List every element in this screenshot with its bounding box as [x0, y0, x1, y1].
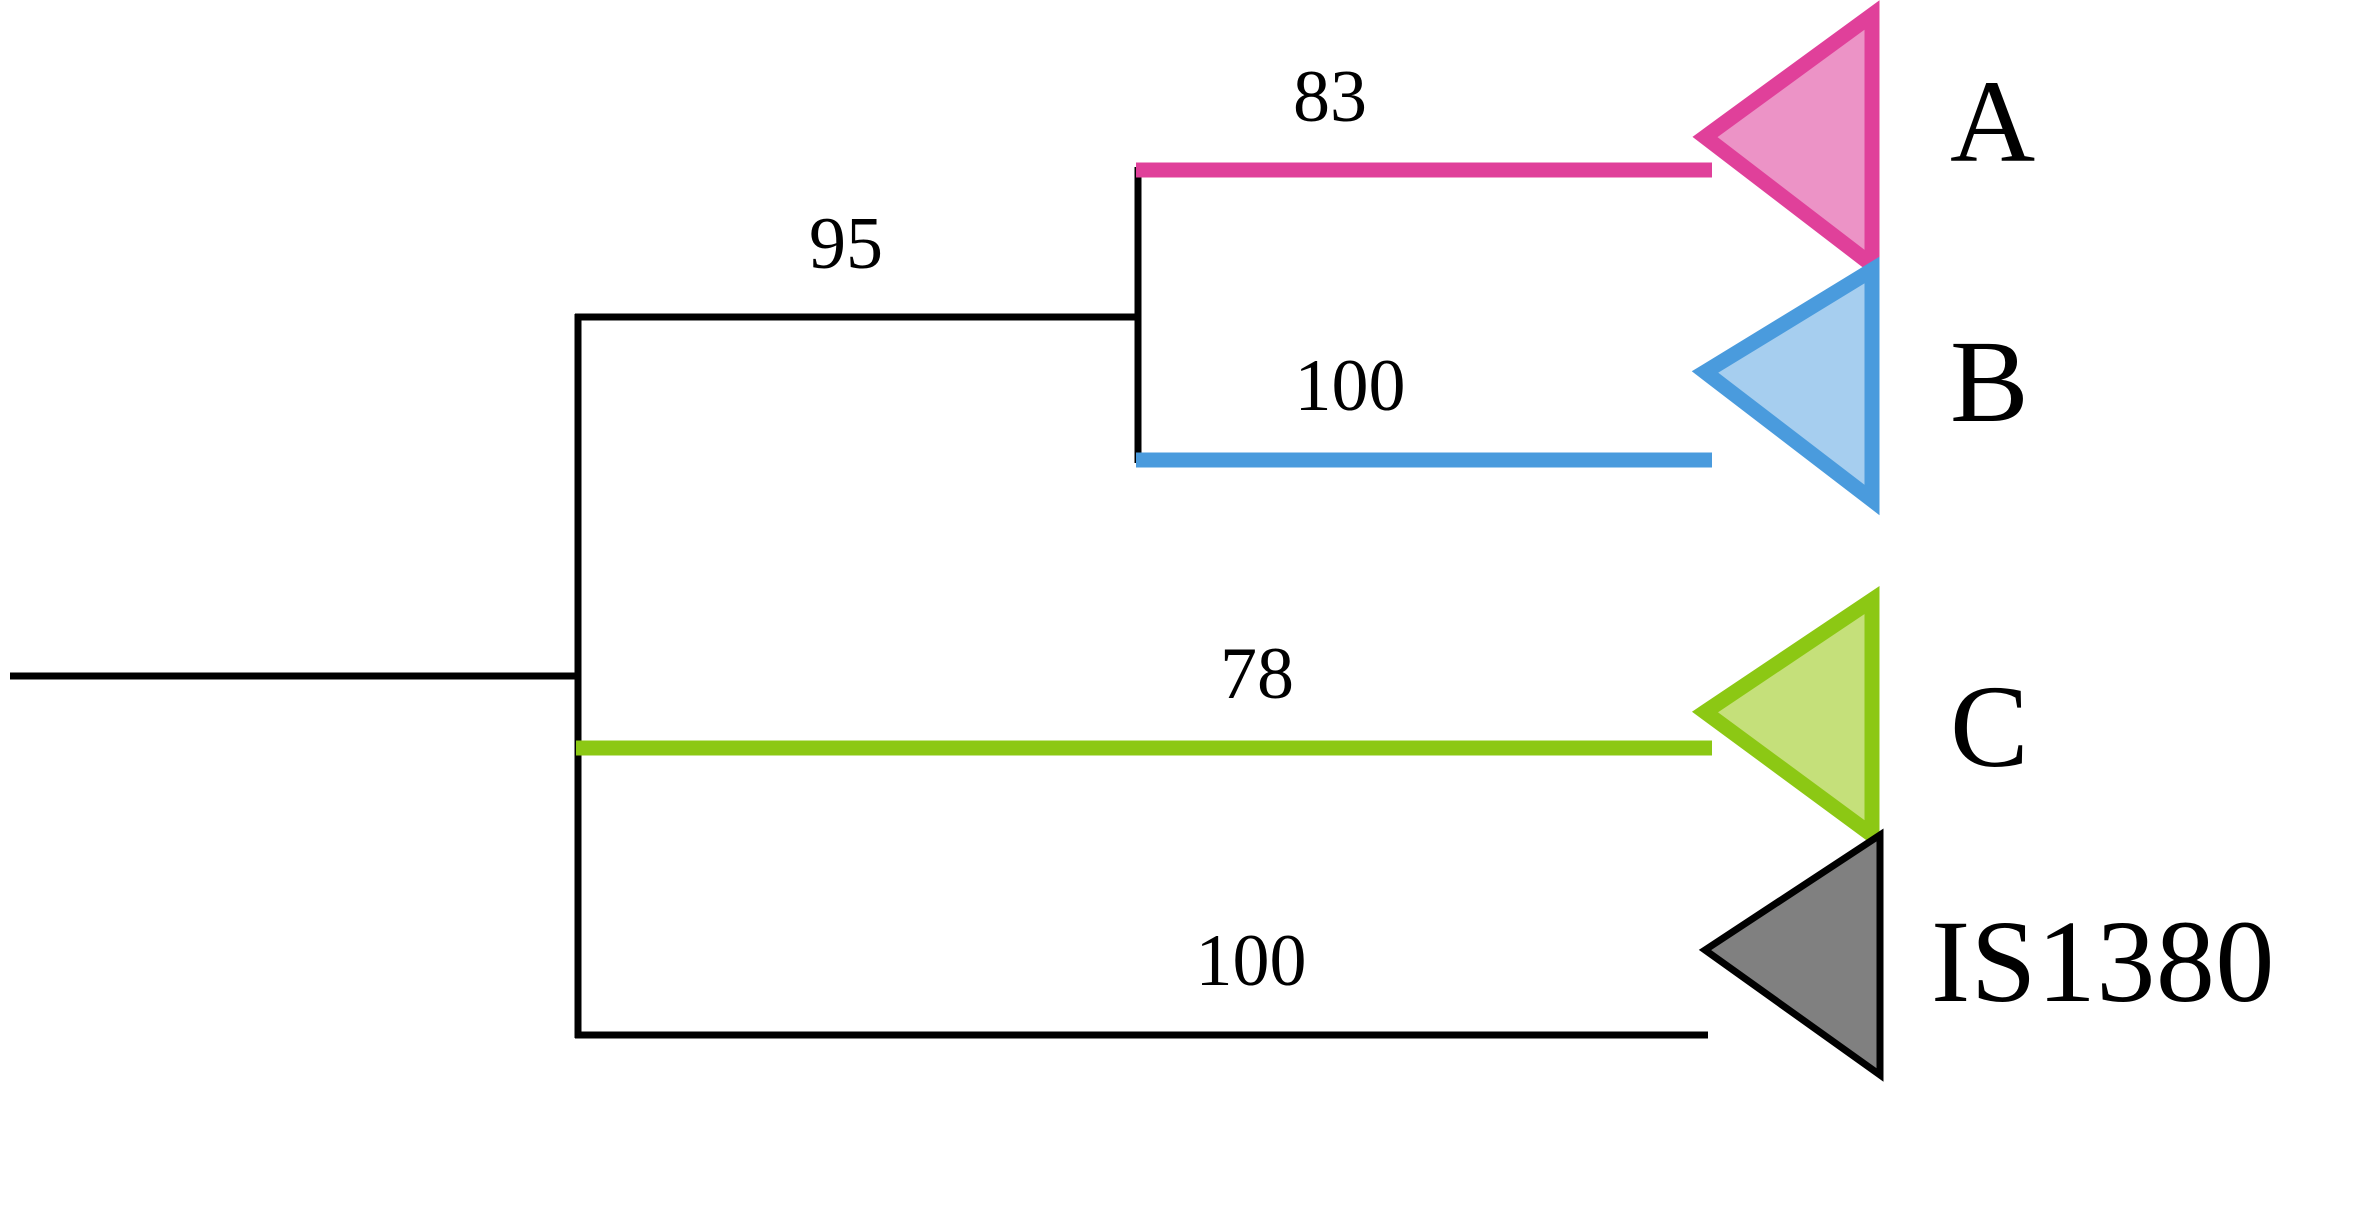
clade-triangles	[1691, 0, 1884, 1082]
clade-triangle-a[interactable]	[1692, 0, 1880, 281]
support-value-clade-ab: 95	[809, 203, 883, 285]
tip-label-b: B	[1950, 316, 2030, 447]
tip-label-c: C	[1950, 661, 2030, 792]
clade-triangle-c[interactable]	[1691, 585, 1880, 850]
support-value-clade-is1380: 100	[1195, 920, 1307, 1002]
clade-triangle-is1380[interactable]	[1698, 828, 1884, 1082]
tip-label-a: A	[1950, 56, 2036, 187]
black-branches	[10, 167, 1708, 1039]
colored-branches	[576, 162, 1712, 756]
tip-label-is1380: IS1380	[1931, 896, 2275, 1027]
clade-triangle-b[interactable]	[1691, 256, 1880, 516]
support-value-clade-a: 83	[1293, 56, 1367, 138]
support-value-clade-c: 78	[1220, 633, 1294, 715]
support-value-clade-b: 100	[1294, 345, 1406, 427]
